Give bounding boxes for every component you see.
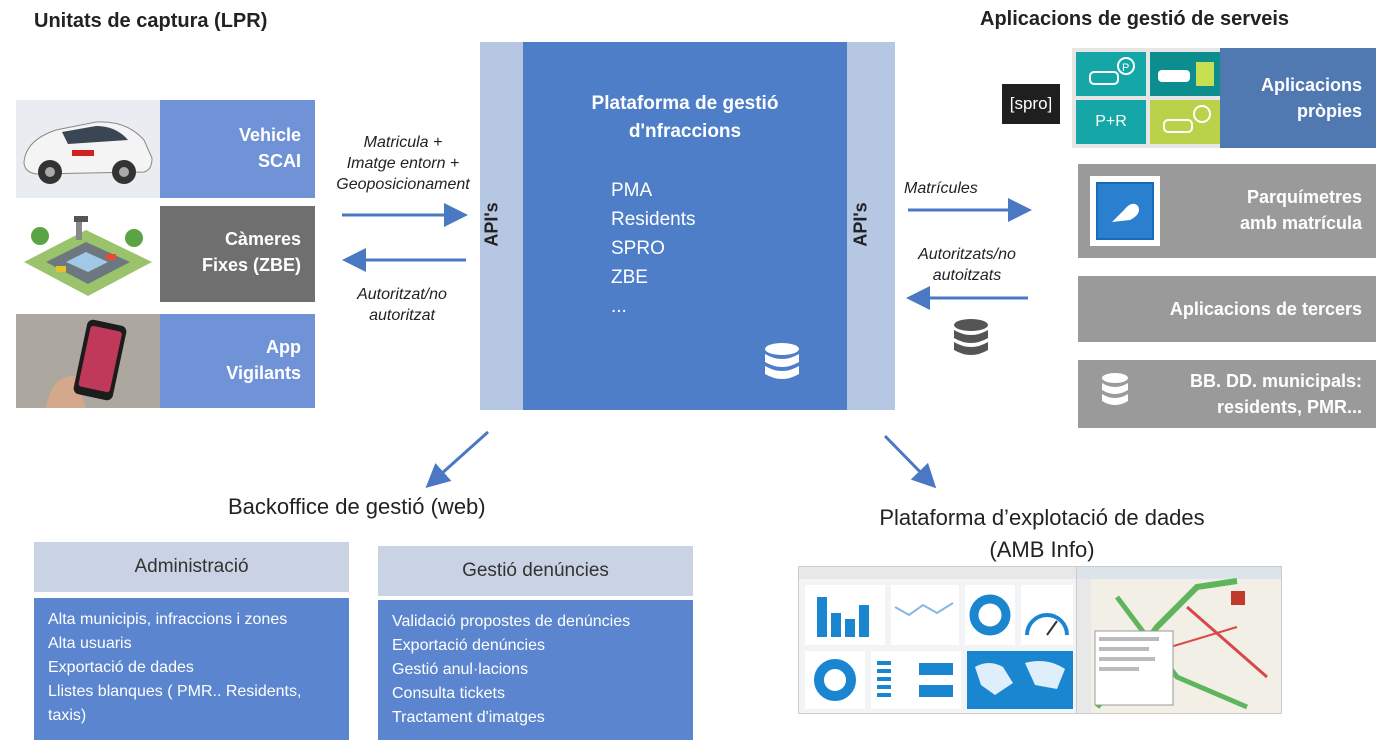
left-outgoing-label: Matricula + Imatge entorn + Geoposiciona… [322, 132, 484, 195]
capture-units-title: Unitats de captura (LPR) [34, 10, 268, 32]
complaints-item: Exportació denúncies [392, 637, 545, 654]
arrow-to-backoffice [425, 430, 490, 489]
app-tiles: P P+R [1072, 48, 1226, 148]
exploitation-title: Plataforma d’explotació de dades (AMB In… [846, 502, 1238, 566]
svg-text:P: P [1122, 62, 1129, 74]
own-apps-box: Aplicacions pròpies [1220, 48, 1376, 148]
park-and-ride-tile: P+R [1076, 100, 1146, 144]
left-in-line1: Autoritzat/no [357, 286, 447, 303]
admin-item: Llistes blanques ( PMR.. Residents, [48, 683, 302, 700]
backoffice-title: Backoffice de gestió (web) [228, 494, 486, 519]
complaints-item: Validació propostes de denúncies [392, 613, 631, 630]
admin-item: taxis) [48, 707, 87, 724]
platform-item: SPRO [611, 238, 665, 259]
own-apps-line2: pròpies [1296, 101, 1362, 121]
map-screenshot [1076, 566, 1282, 714]
exploitation-title-line2: (AMB Info) [989, 537, 1095, 562]
unit-vehicle-scai: Vehicle SCAI [160, 100, 315, 198]
admin-item: Alta usuaris [48, 635, 132, 652]
api-bar-left: API's [480, 42, 523, 410]
cameras-illustration [16, 206, 160, 302]
left-incoming-label: Autoritzat/no autoritzat [322, 284, 482, 326]
unit-fixed-cameras: Càmeres Fixes (ZBE) [160, 206, 315, 302]
arrow-to-exploitation [883, 434, 937, 489]
municipal-db-box: BB. DD. municipals: residents, PMR... [1078, 360, 1376, 428]
unit-vehicle-line1: Vehicle [238, 125, 301, 145]
parking-line1: Parquímetres [1246, 187, 1362, 207]
admin-item: Exportació de dades [48, 659, 194, 676]
platform-item: ... [611, 296, 627, 317]
car-parking-tile: P [1076, 52, 1146, 96]
left-out-line1: Matricula + [363, 134, 443, 151]
vehicle-photo [16, 100, 160, 198]
platform-box: Plataforma de gestió d'nfraccions PMA Re… [523, 42, 847, 410]
right-in-line2: autoitzats [932, 267, 1002, 284]
car-icon [1158, 62, 1214, 86]
phone-photo [16, 314, 160, 408]
third-party-label: Aplicacions de tercers [1169, 299, 1362, 319]
left-out-line3: Geoposicionament [336, 176, 470, 193]
admin-panel-header: Administració [34, 542, 349, 592]
database-icon [954, 319, 988, 355]
platform-title-line1: Plataforma de gestió [591, 93, 779, 114]
right-incoming-label: Autoritzats/no autoitzats [902, 244, 1032, 286]
car-app-tile [1150, 52, 1222, 96]
own-apps-line1: Aplicacions [1260, 75, 1362, 95]
right-in-line1: Autoritzats/no [918, 246, 1016, 263]
complaints-item: Consulta tickets [392, 685, 505, 702]
municipal-db-line2: residents, PMR... [1216, 397, 1362, 417]
unit-app-vigilants: App Vigilants [160, 314, 315, 408]
platform-item: Residents [611, 209, 696, 230]
complaints-panel-header: Gestió denúncies [378, 546, 693, 596]
unit-cameras-line1: Càmeres [224, 229, 301, 249]
platform-item: PMA [611, 180, 653, 201]
unit-app-line2: Vigilants [226, 363, 301, 383]
municipal-db-line1: BB. DD. municipals: [1189, 371, 1362, 391]
spro-logo: [spro] [1002, 84, 1060, 124]
parking-meters-box: Parquímetres amb matrícula [1078, 164, 1376, 258]
dashboard-screenshot [798, 566, 1078, 714]
platform-title-line2: d'nfraccions [628, 121, 742, 142]
left-out-line2: Imatge entorn + [346, 155, 460, 172]
admin-panel-body: Alta municipis, infraccions i zones Alta… [34, 598, 349, 740]
parking-meter-icon [1090, 176, 1160, 246]
parking-line2: amb matrícula [1239, 213, 1362, 233]
admin-item: Alta municipis, infraccions i zones [48, 611, 288, 628]
car-parking-icon [1163, 105, 1211, 133]
unit-vehicle-line2: SCAI [257, 151, 301, 171]
platform-item: ZBE [611, 267, 648, 288]
unit-cameras-line2: Fixes (ZBE) [201, 255, 301, 275]
left-in-line2: autoritzat [369, 307, 435, 324]
service-apps-title: Aplicacions de gestió de serveis [980, 8, 1290, 30]
database-icon [765, 343, 799, 379]
car-parking-icon: P [1089, 57, 1135, 85]
exploitation-title-line1: Plataforma d’explotació de dades [879, 505, 1205, 530]
api-bar-right: API's [847, 42, 895, 410]
complaints-panel-body: Validació propostes de denúncies Exporta… [378, 600, 693, 740]
third-party-apps-box: Aplicacions de tercers [1078, 276, 1376, 342]
right-outgoing-label: Matrícules [904, 180, 978, 197]
complaints-item: Gestió anul·lacions [392, 661, 529, 678]
complaints-item: Tractament d'imatges [392, 709, 545, 726]
car-parking-tile-2 [1150, 100, 1222, 144]
unit-app-line1: App [266, 337, 301, 357]
database-icon [1102, 373, 1128, 405]
